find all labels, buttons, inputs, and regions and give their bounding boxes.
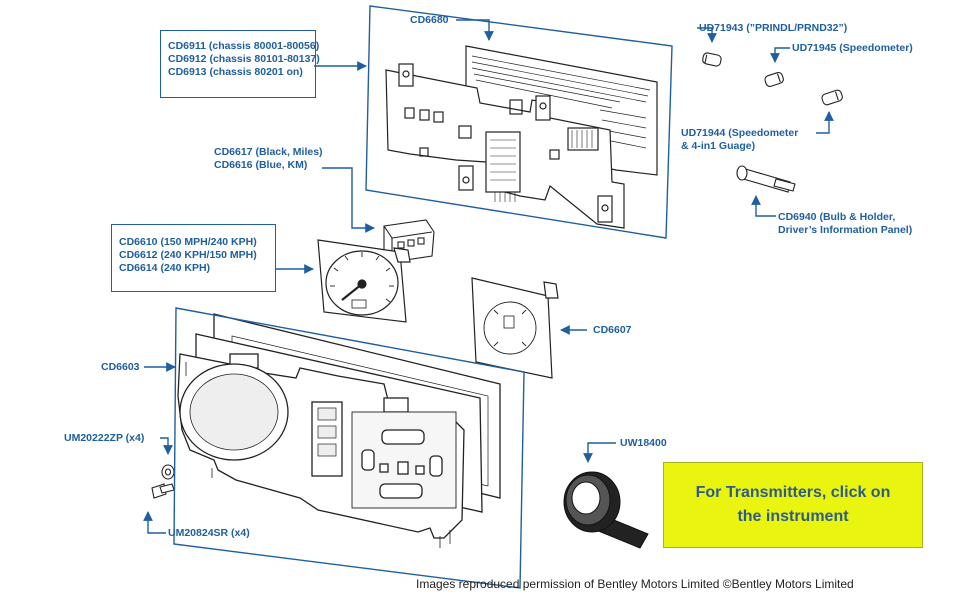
label-box-cd6610 [111, 224, 276, 292]
banner-line-1: For Transmitters, click on [695, 484, 891, 501]
label-box-cd6911 [160, 30, 316, 98]
label-cd6911: CD6911 (chassis 80001-80056) [168, 40, 320, 52]
label-cd6616: CD6616 (Blue, KM) [214, 159, 308, 171]
transmitters-link-banner[interactable]: For Transmitters, click on the instrumen… [663, 462, 923, 548]
circuit-board-drawing[interactable] [385, 45, 658, 229]
label-cd6614: CD6614 (240 KPH) [119, 262, 211, 274]
label-cd6617-group[interactable]: CD6617 (Black, Miles) CD6616 (Blue, KM) [214, 146, 323, 172]
bulb-ud71943-drawing[interactable] [702, 52, 722, 67]
speedometer-dial-drawing[interactable] [317, 239, 411, 323]
label-cd6940-line1: CD6940 (Bulb & Holder, [778, 211, 896, 223]
label-cd6610: CD6610 (150 MPH/240 KPH) [119, 236, 257, 248]
bulb-ud71945-drawing[interactable] [764, 71, 785, 87]
bulb-holder-drawing[interactable] [736, 165, 796, 193]
tape-roll-drawing[interactable] [563, 471, 649, 549]
label-ud71943[interactable]: UD71943 (”PRINDL/PRND32”) [699, 22, 848, 34]
instrument-housing-drawing[interactable] [177, 313, 501, 548]
group-box-board [365, 5, 673, 239]
label-ud71944-line1: UD71944 (Speedometer [681, 127, 799, 139]
label-cd6940-line2: Driver’s Information Panel) [778, 224, 913, 236]
gauge-cd6607-drawing[interactable] [471, 277, 559, 379]
label-cd6607[interactable]: CD6607 [593, 324, 632, 336]
label-cd6610-group[interactable]: CD6610 (150 MPH/240 KPH) CD6612 (240 KPH… [119, 236, 257, 275]
banner-line-2: the instrument [737, 508, 849, 525]
label-cd6940-group[interactable]: CD6940 (Bulb & Holder, Driver’s Informat… [778, 211, 912, 237]
label-ud71944-line2: & 4-in1 Guage) [681, 140, 756, 152]
label-ud71945[interactable]: UD71945 (Speedometer) [792, 42, 913, 54]
label-cd6617: CD6617 (Black, Miles) [214, 146, 323, 158]
label-cd6680[interactable]: CD6680 [410, 14, 449, 26]
label-cd6912: CD6912 (chassis 80101-80137) [168, 53, 320, 65]
label-cd6913: CD6913 (chassis 80201 on) [168, 66, 303, 78]
label-ud71944-group[interactable]: UD71944 (Speedometer & 4-in1 Guage) [681, 127, 798, 153]
copyright-credit: Images reproduced permission of Bentley … [416, 577, 854, 591]
label-cd6603[interactable]: CD6603 [101, 361, 140, 373]
screw-drawing[interactable] [151, 483, 175, 499]
label-um20824sr[interactable]: UM20824SR (x4) [168, 527, 250, 539]
label-cd6911-group[interactable]: CD6911 (chassis 80001-80056) CD6912 (cha… [168, 40, 320, 79]
group-box-housing [173, 307, 525, 589]
label-um20222zp[interactable]: UM20222ZP (x4) [64, 432, 145, 444]
label-uw18400[interactable]: UW18400 [620, 437, 667, 449]
washer-drawing[interactable] [161, 464, 175, 480]
label-cd6612: CD6612 (240 KPH/150 MPH) [119, 249, 257, 261]
bulb-ud71944-drawing[interactable] [821, 89, 843, 106]
leader-lines [143, 19, 834, 534]
